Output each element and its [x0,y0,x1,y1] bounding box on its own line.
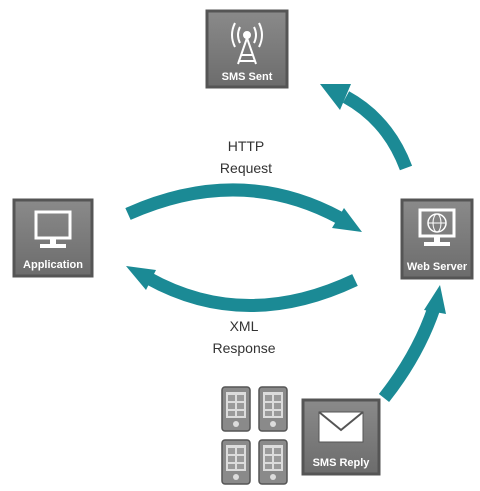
phones-group [221,386,288,485]
arrow-xml-response [126,266,358,312]
envelope-icon [318,411,364,443]
arrow-to-web-server [378,285,446,403]
http-request-label-line2: Request [220,160,272,176]
node-sms-sent: SMS Sent [205,9,289,89]
monitor-icon [34,210,72,248]
node-web-server: Web Server [400,198,474,280]
arrow-to-sms-sent [320,84,413,171]
xml-response-label-line2: Response [212,340,275,356]
web-server-label: Web Server [407,261,468,273]
antenna-icon [231,22,263,65]
node-application: Application [12,198,94,278]
application-label: Application [23,259,83,271]
http-request-label-line1: HTTP [228,138,265,154]
node-sms-reply: SMS Reply [301,398,381,476]
sms-reply-label: SMS Reply [313,457,371,469]
phone-icon [221,439,251,485]
arrow-http-request [125,183,362,232]
sms-sent-label: SMS Sent [222,71,273,83]
phone-icon [258,439,288,485]
phone-icon [221,386,251,432]
globe-monitor-icon [418,208,456,246]
phone-icon [258,386,288,432]
xml-response-label-line1: XML [230,318,259,334]
